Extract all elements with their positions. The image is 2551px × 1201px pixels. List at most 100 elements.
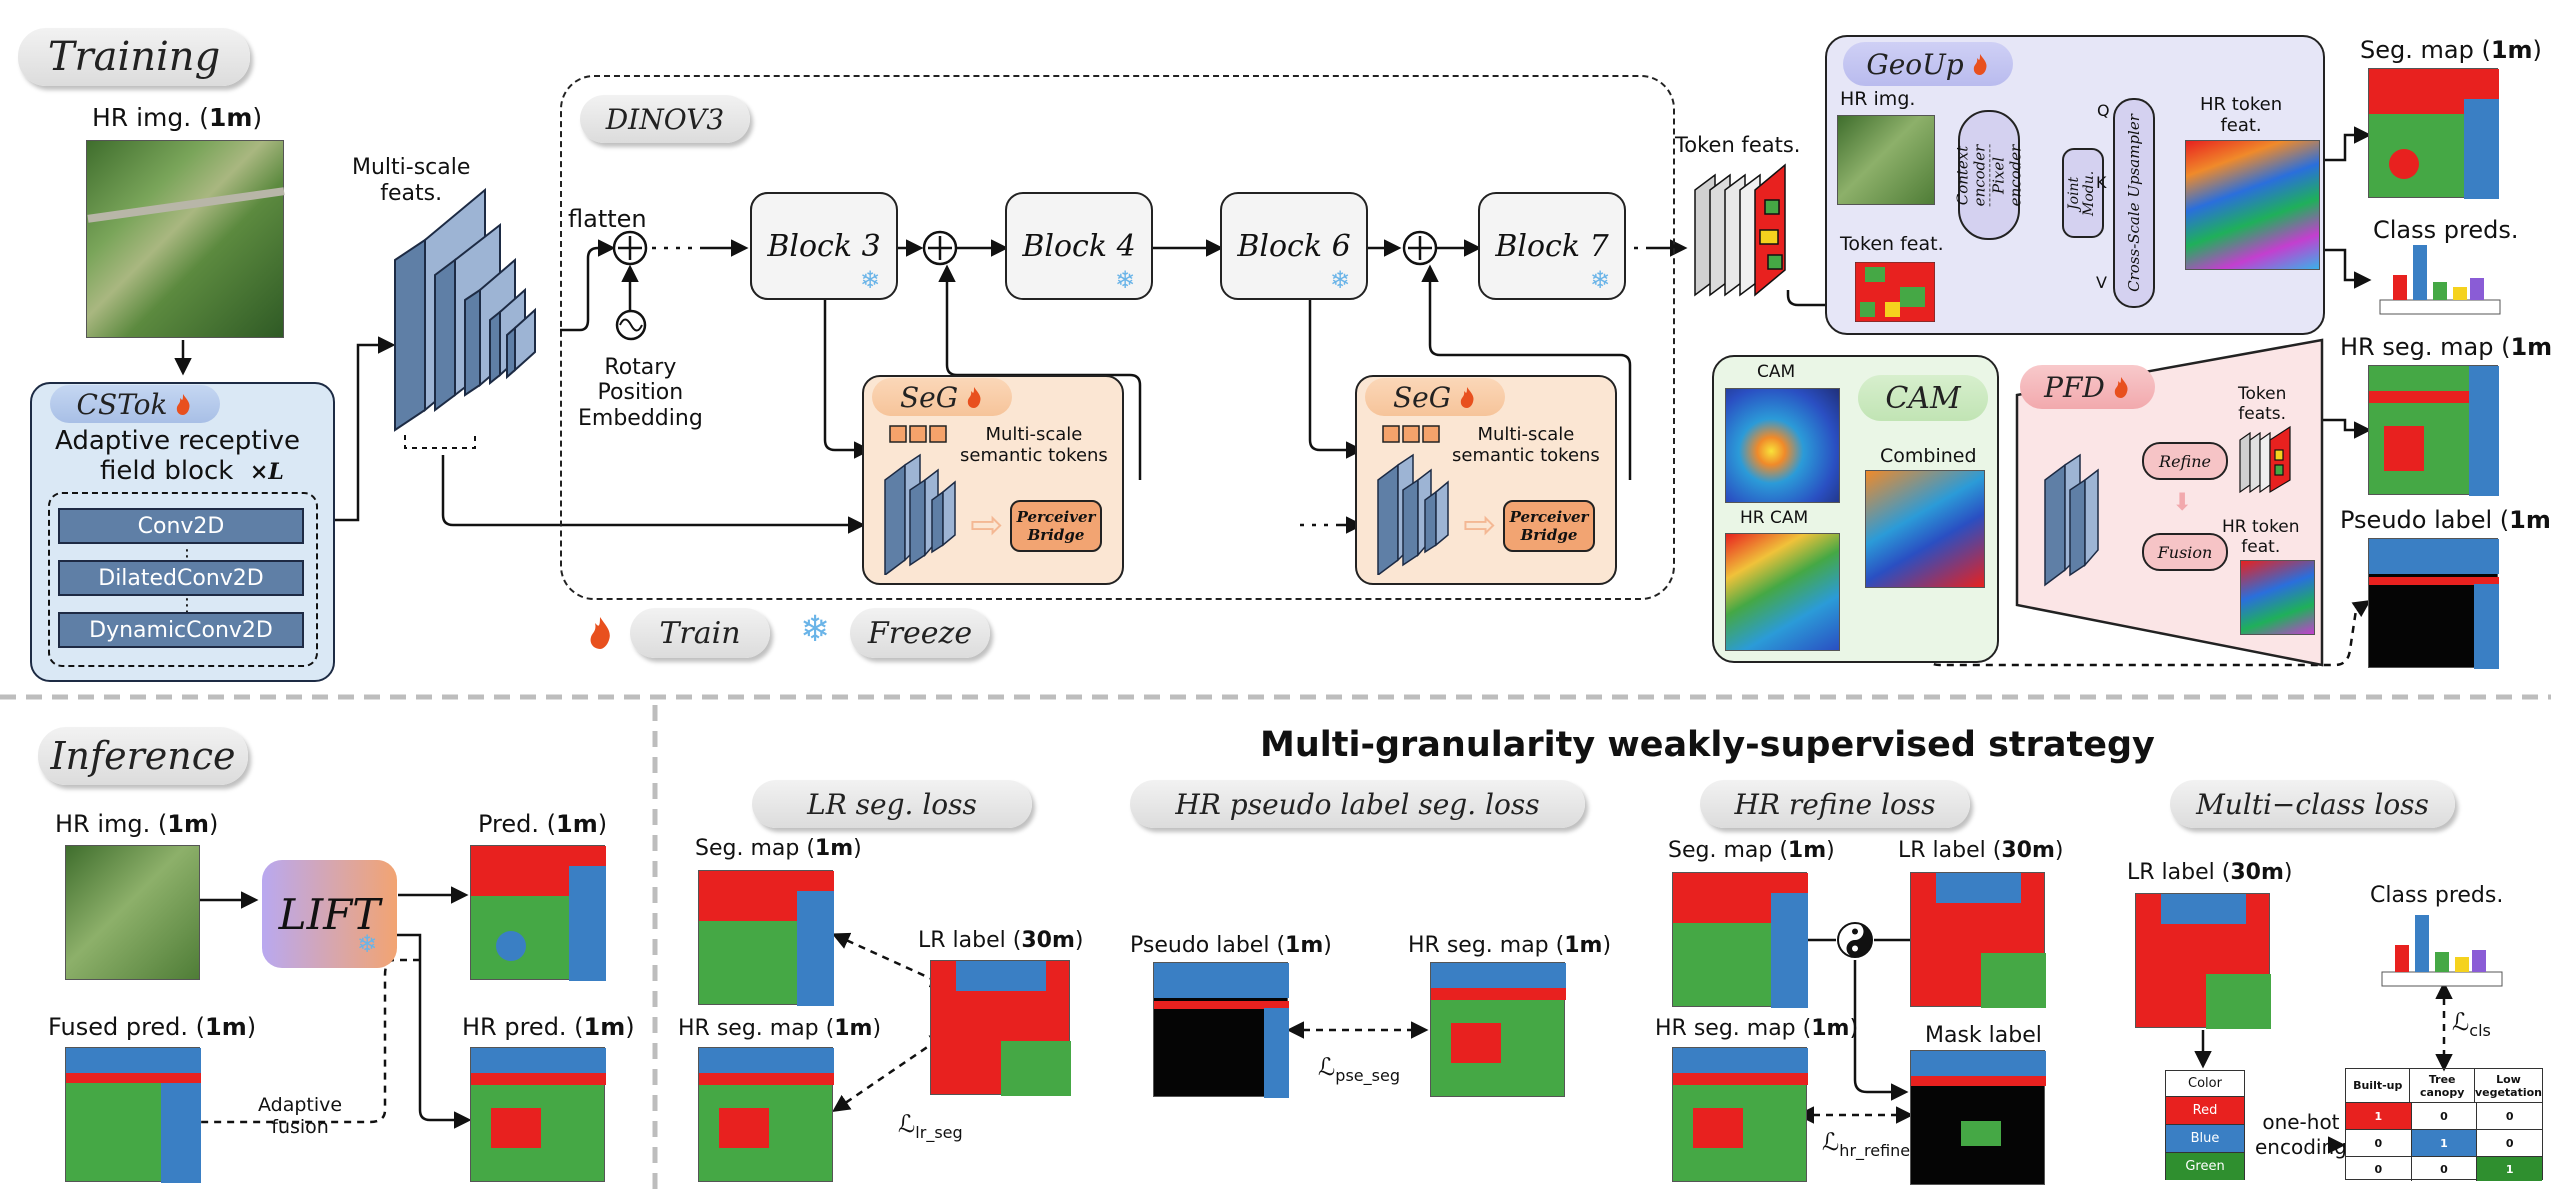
legend-freeze: Freeze	[850, 608, 990, 658]
dilatedconv2d-layer: DilatedConv2D	[58, 560, 304, 596]
refine-lr-label-label: LR label (30m)	[1898, 838, 2064, 863]
cam-label: CAM	[1757, 362, 1796, 382]
onehot-cell: 0	[2412, 1157, 2478, 1181]
color-row-blue: Blue	[2166, 1125, 2244, 1153]
color-table: Color Red Blue Green	[2165, 1070, 2245, 1180]
onehot-cell: 0	[2346, 1157, 2412, 1181]
onehot-header-low-vegetation: Low vegetation	[2474, 1072, 2543, 1099]
pseudo-seg-loss-symbol: ℒpse_seg	[1318, 1053, 1400, 1085]
dinov3-backbone	[560, 75, 1675, 600]
sine-circle-icon	[615, 309, 647, 341]
snowflake-icon: ❄	[800, 609, 831, 650]
inference-hr-pred-label: HR pred. (1m)	[462, 1013, 635, 1041]
multiclass-class-preds-chart	[2381, 915, 2503, 987]
refine-loss-symbol: ℒhr_refine	[1822, 1128, 1911, 1160]
multiscale-feature-stack	[394, 187, 536, 449]
output-class-preds-chart	[2379, 245, 2501, 315]
inference-hr-img-caption: HR img. (1m)	[55, 810, 219, 838]
lr-seg-map-label: Seg. map (1m)	[695, 836, 862, 861]
block-4: Block 4	[1005, 192, 1153, 300]
color-row-red: Red	[2166, 1097, 2244, 1125]
inference-fused-pred-map	[65, 1047, 201, 1183]
hr-pseudo-loss-title: HR pseudo label seg. loss	[1130, 780, 1585, 828]
dynamicconv2d-layer: DynamicConv2D	[58, 612, 304, 648]
combined-label: Combined	[1880, 445, 1977, 467]
inference-hr-pred-map	[470, 1047, 606, 1182]
flame-icon	[1460, 387, 1474, 408]
multiclass-lr-label-label: LR label (30m)	[2127, 860, 2293, 885]
onehot-table: Built-up Tree canopy Low vegetation 1 0 …	[2345, 1068, 2543, 1181]
onehot-cell: 1	[2477, 1157, 2543, 1181]
color-row-green: Green	[2166, 1153, 2244, 1180]
output-pseudo-label-label: Pseudo label (1m)	[2340, 506, 2551, 534]
yin-yang-icon	[1837, 922, 1873, 958]
cstok-desc-line2: field block ×L	[100, 456, 284, 486]
refine-seg-map	[1672, 872, 1808, 1008]
hr-cam-label: HR CAM	[1740, 508, 1809, 528]
lr-label-map	[930, 960, 1071, 1096]
token-feats-label: Token feats.	[1675, 133, 1801, 157]
training-section-label: Training	[18, 28, 250, 86]
onehot-header-tree-canopy: Tree canopy	[2410, 1069, 2475, 1102]
combined-cam-heatmap	[1865, 470, 1985, 588]
color-table-header: Color	[2166, 1071, 2244, 1097]
training-label-text: Training	[47, 34, 221, 80]
plus-circle-icon	[1402, 230, 1438, 266]
dinov3-label: DINOV3	[580, 95, 750, 143]
lr-seg-map	[698, 870, 834, 1006]
geoup-token-feat-image	[1855, 262, 1935, 322]
mask-label-label: Mask label	[1925, 1023, 2042, 1048]
output-seg-map	[2368, 68, 2499, 199]
geoup-token-feat-label: Token feat.	[1840, 233, 1944, 255]
cstok-layer-group	[48, 492, 318, 667]
hr-refine-loss-title: HR refine loss	[1700, 780, 1970, 828]
plus-circle-icon	[922, 230, 958, 266]
pseudo-label-label: Pseudo label (1m)	[1130, 933, 1332, 958]
down-arrow-icon: ⬇	[2172, 488, 2193, 516]
strategy-title: Multi-granularity weakly-supervised stra…	[1260, 725, 2155, 765]
snowflake-icon: ❄	[1330, 266, 1351, 294]
inference-fused-pred-label: Fused pred. (1m)	[48, 1013, 257, 1041]
geoup-hr-image	[1837, 115, 1935, 205]
snowflake-icon: ❄	[1590, 266, 1611, 294]
training-hr-image	[86, 140, 285, 338]
output-hr-seg-map-label: HR seg. map (1m)	[2340, 333, 2551, 361]
geoup-hr-img-label: HR img.	[1840, 88, 1916, 110]
pfd-hr-token-feat-image	[2240, 560, 2315, 635]
pfd-feature-stack	[2044, 453, 2099, 587]
snowflake-icon: ❄	[357, 930, 378, 958]
lr-seg-loss-title: LR seg. loss	[752, 780, 1032, 828]
legend-train: Train	[630, 608, 770, 658]
pfd-token-feats-stack	[2239, 425, 2291, 494]
k-label: K	[2096, 173, 2107, 192]
inference-pred-label: Pred. (1m)	[478, 810, 608, 838]
refine-lr-label-map	[1910, 872, 2046, 1008]
output-seg-map-label: Seg. map (1m)	[2360, 36, 2542, 64]
flame-icon	[967, 387, 981, 408]
block-7: Block 7	[1478, 192, 1626, 300]
conv2d-layer: Conv2D	[58, 508, 304, 544]
flame-icon	[177, 394, 191, 415]
lr-seg-loss-symbol: ℒlr_seg	[898, 1110, 963, 1142]
geoup-title: GeoUp	[1843, 42, 2013, 86]
refine-hr-seg-map-label: HR seg. map (1m)	[1655, 1016, 1859, 1041]
lr-hr-seg-map	[698, 1047, 834, 1182]
pfd-title: PFD	[2020, 365, 2155, 409]
refine-seg-map-label: Seg. map (1m)	[1668, 838, 1835, 863]
onehot-cell: 1	[2411, 1130, 2478, 1156]
pseudo-hr-seg-map	[1430, 962, 1566, 1097]
lift-model: LIFT	[262, 860, 397, 968]
geoup-hr-token-feat-image	[2185, 140, 2320, 270]
lr-label-label: LR label (30m)	[918, 928, 1084, 953]
cls-loss-symbol: ℒcls	[2452, 1008, 2491, 1040]
pseudo-label-map	[1153, 962, 1289, 1098]
